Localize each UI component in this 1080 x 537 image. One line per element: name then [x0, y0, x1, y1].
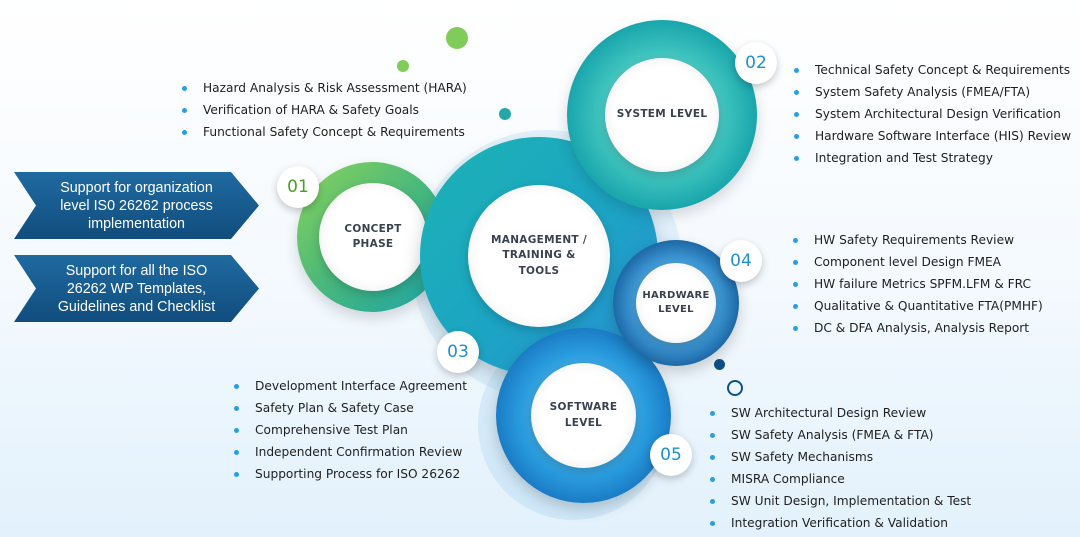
- system-level-circle: SYSTEM LEVEL: [605, 58, 719, 172]
- decor-dot-teal: [499, 108, 511, 120]
- number-badge-01: 01: [277, 166, 319, 208]
- software-level-label: SOFTWARE LEVEL: [549, 401, 618, 429]
- list-item: Comprehensive Test Plan: [231, 419, 467, 441]
- list-item: HW failure Metrics SPFM.LFM & FRC: [790, 273, 1043, 295]
- number-badge-04: 04: [720, 240, 762, 282]
- management-label: MANAGEMENT / TRAINING & TOOLS: [491, 234, 587, 277]
- list-item: Integration Verification & Validation: [707, 512, 971, 534]
- concept-phase-label: CONCEPT PHASE: [344, 222, 402, 250]
- list-item: SW Unit Design, Implementation & Test: [707, 490, 971, 512]
- list-item: Qualitative & Quantitative FTA(PMHF): [790, 295, 1043, 317]
- concept-phase-circle: CONCEPT PHASE: [319, 183, 427, 291]
- list-item: System Architectural Design Verification: [791, 103, 1071, 125]
- list-item: Supporting Process for ISO 26262: [231, 463, 467, 485]
- software-level-circle: SOFTWARE LEVEL: [531, 363, 636, 468]
- support-arrow-process: Support for organization level IS0 26262…: [14, 172, 259, 239]
- system-level-list: Technical Safety Concept & Requirements …: [791, 59, 1071, 169]
- concept-phase-list: Hazard Analysis & Risk Assessment (HARA)…: [179, 77, 467, 143]
- list-item: MISRA Compliance: [707, 468, 971, 490]
- list-item: DC & DFA Analysis, Analysis Report: [790, 317, 1043, 339]
- hardware-level-list: HW Safety Requirements Review Component …: [790, 229, 1043, 339]
- list-item: Verification of HARA & Safety Goals: [179, 99, 467, 121]
- list-item: Hardware Software Interface (HIS) Review: [791, 125, 1071, 147]
- process-list: Development Interface Agreement Safety P…: [231, 375, 467, 485]
- list-item: System Safety Analysis (FMEA/FTA): [791, 81, 1071, 103]
- decor-ring-navy: [727, 380, 743, 396]
- decor-dot-green-large: [446, 27, 468, 49]
- list-item: Development Interface Agreement: [231, 375, 467, 397]
- number-badge-03: 03: [437, 331, 479, 373]
- list-item: Component level Design FMEA: [790, 251, 1043, 273]
- system-level-label: SYSTEM LEVEL: [616, 108, 708, 121]
- management-circle: MANAGEMENT / TRAINING & TOOLS: [468, 185, 610, 327]
- hardware-level-label: HARDWARE LEVEL: [642, 289, 710, 316]
- list-item: Independent Confirmation Review: [231, 441, 467, 463]
- list-item: Functional Safety Concept & Requirements: [179, 121, 467, 143]
- list-item: SW Architectural Design Review: [707, 402, 971, 424]
- decor-dot-navy: [714, 359, 725, 370]
- list-item: SW Safety Mechanisms: [707, 446, 971, 468]
- list-item: Hazard Analysis & Risk Assessment (HARA): [179, 77, 467, 99]
- list-item: HW Safety Requirements Review: [790, 229, 1043, 251]
- number-badge-02: 02: [735, 42, 777, 84]
- software-level-list: SW Architectural Design Review SW Safety…: [707, 402, 971, 534]
- list-item: Integration and Test Strategy: [791, 147, 1071, 169]
- decor-dot-green-small: [397, 60, 409, 72]
- list-item: SW Safety Analysis (FMEA & FTA): [707, 424, 971, 446]
- hardware-level-circle: HARDWARE LEVEL: [636, 263, 716, 343]
- number-badge-05: 05: [650, 434, 692, 476]
- support-arrow-templates: Support for all the ISO 26262 WP Templat…: [14, 255, 259, 322]
- list-item: Technical Safety Concept & Requirements: [791, 59, 1071, 81]
- list-item: Safety Plan & Safety Case: [231, 397, 467, 419]
